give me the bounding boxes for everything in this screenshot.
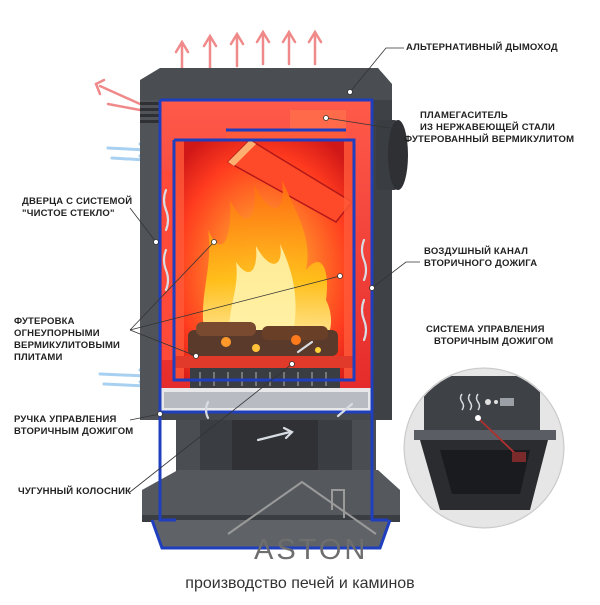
label-alt-chimney: АЛЬТЕРНАТИВНЫЙ ДЫМОХОД [406, 42, 558, 53]
brand-name: ASTON [254, 534, 369, 566]
hot-air-arrows [94, 29, 323, 112]
label-lining-2: ОГНЕУПОРНЫМИ [14, 328, 100, 339]
label-control-system-2: ВТОРИЧНЫМ ДОЖИГОМ [434, 336, 554, 347]
label-flame-damper-2: ИЗ НЕРЖАВЕЮЩЕЙ СТАЛИ [420, 122, 556, 133]
label-grate: ЧУГУННЫЙ КОЛОСНИК [18, 486, 132, 497]
label-handle-2: ВТОРИЧНЫМ ДОЖИГОМ [14, 426, 134, 437]
firebox [162, 110, 354, 380]
label-handle-1: РУЧКА УПРАВЛЕНИЯ [14, 414, 117, 425]
brand-tagline: производство печей и каминов [185, 575, 415, 592]
section-outline [150, 98, 392, 550]
label-flame-damper-3: ФУТЕРОВАННЫЙ ВЕРМИКУЛИТОМ [404, 134, 575, 145]
callout-dots [153, 89, 375, 417]
label-door-2: "ЧИСТОЕ СТЕКЛО" [22, 208, 115, 219]
label-lining-4: ПЛИТАМИ [14, 352, 63, 363]
label-lining-3: ВЕРМИКУЛИТОВЫМИ [14, 340, 121, 351]
label-air-channel-2: ВТОРИЧНОГО ДОЖИГА [424, 258, 538, 269]
brand-logo-outline [227, 480, 377, 535]
label-air-channel-1: ВОЗДУШНЫЙ КАНАЛ [424, 246, 529, 257]
callout-lines [129, 47, 471, 493]
stove-base [142, 410, 400, 548]
label-lining-1: ФУТЕРОВКА [14, 316, 75, 327]
label-door-1: ДВЕРЦА С СИСТЕМОЙ [22, 196, 133, 207]
control-system-inset [403, 367, 565, 529]
label-flame-damper-1: ПЛАМЕГАСИТЕЛЬ [420, 110, 508, 121]
internal-air-arrows [162, 188, 368, 442]
label-control-system-1: СИСТЕМА УПРАВЛЕНИЯ [426, 324, 545, 335]
